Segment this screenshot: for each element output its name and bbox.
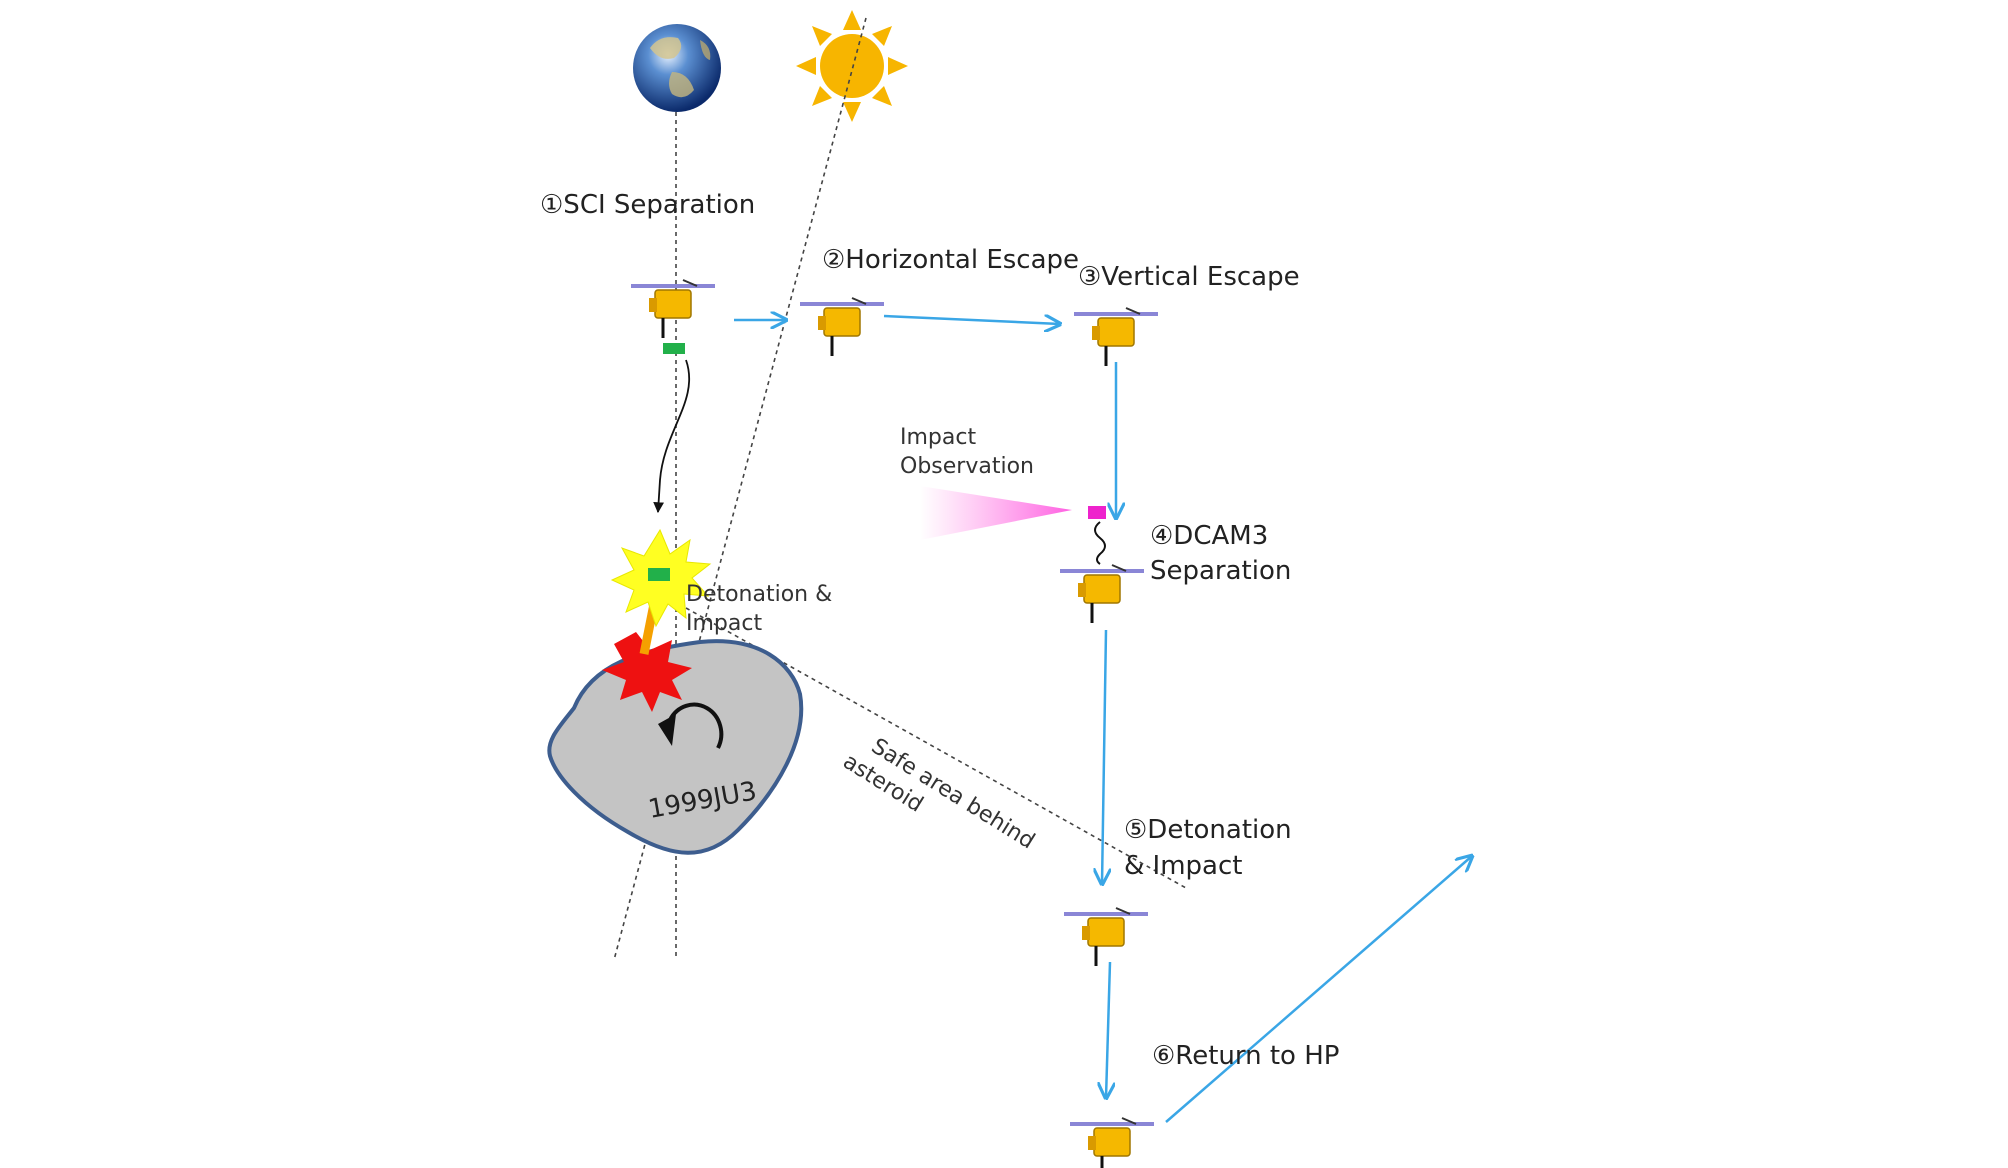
detonation-impact-label: Detonation & Impact <box>686 582 839 636</box>
flow-arrows <box>734 316 1472 1123</box>
impact-observation-line-1: Impact <box>900 425 976 450</box>
step-2-label: ②Horizontal Escape <box>822 245 1079 275</box>
impact-observation-beam <box>920 486 1072 540</box>
spacecraft-icon <box>629 278 717 340</box>
spacecraft-icon <box>1058 563 1146 625</box>
flow-arrow-5 <box>1106 961 1110 1098</box>
flow-arrow-6 <box>1165 856 1472 1123</box>
step-5-label-line-1: ⑤Detonation <box>1124 815 1292 845</box>
earth-icon <box>633 24 721 112</box>
step-4-label-line-2: Separation <box>1150 556 1291 586</box>
rotation-arrow-icon <box>658 702 724 749</box>
detonation-impact-line-1: Detonation & <box>686 582 832 607</box>
spacecraft-icon <box>1068 1116 1156 1168</box>
asteroid-1999ju3 <box>547 639 804 855</box>
detonation-impact-line-2: Impact <box>686 611 762 636</box>
spacecraft-icon <box>1072 306 1160 368</box>
step-1-label: ①SCI Separation <box>540 190 755 220</box>
step-3-label: ③Vertical Escape <box>1078 262 1300 292</box>
impact-observation-label: Impact Observation <box>900 425 1034 479</box>
dcam3-tether <box>1094 521 1106 565</box>
sci-trajectory-arrow <box>653 359 691 514</box>
step-4-label-line-1: ④DCAM3 <box>1150 521 1268 551</box>
sun-direction-line <box>613 17 867 961</box>
impact-observation-line-2: Observation <box>900 454 1034 479</box>
spacecraft-icon <box>1062 906 1150 968</box>
flow-arrow-4 <box>1102 629 1106 884</box>
spacecraft-icon <box>798 296 886 358</box>
explosion-icon <box>602 632 692 712</box>
sun-icon <box>796 10 908 122</box>
step-4-label: ④DCAM3 Separation <box>1150 521 1291 586</box>
sci-impactor-icon <box>648 568 670 581</box>
safe-area-label: Safe area behind asteroid <box>838 725 1044 881</box>
step-5-label: ⑤Detonation & Impact <box>1124 815 1300 881</box>
step-5-label-line-2: & Impact <box>1124 851 1242 881</box>
flow-arrow-2 <box>883 316 1060 324</box>
sci-impactor-icon <box>663 343 685 354</box>
step-6-label: ⑥Return to HP <box>1152 1041 1339 1071</box>
dcam3-camera-icon <box>1088 506 1106 519</box>
